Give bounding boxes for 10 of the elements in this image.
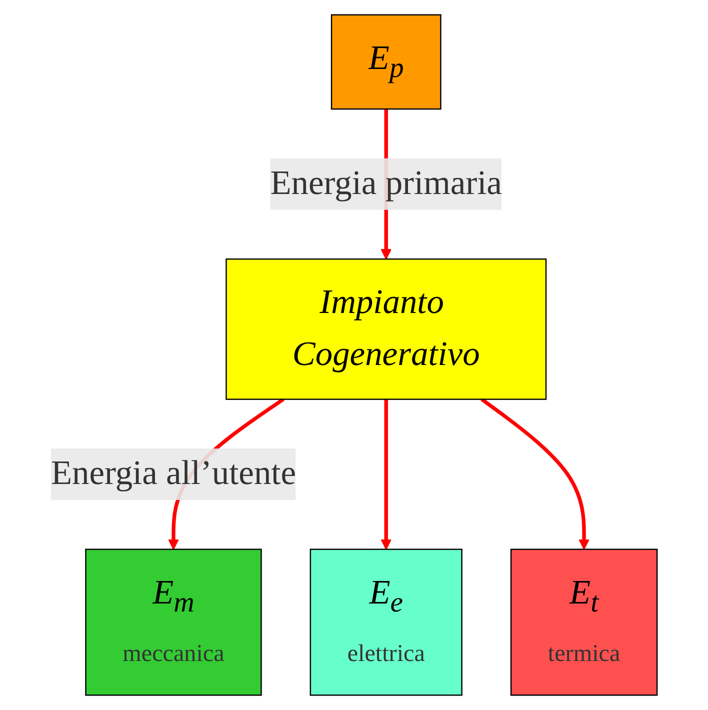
edge-label: Energia all’utente: [50, 454, 296, 493]
node-box: [310, 548, 462, 696]
node-box: [85, 548, 262, 696]
node-box: [226, 258, 547, 400]
edge-label: Energia primaria: [270, 164, 502, 202]
arrow: [480, 398, 590, 550]
node-box: [330, 14, 442, 110]
diagram: Energia primaria Energia all’utente E$_{p}$ Impianto Cogenerativo E$_{m}$ meccanica E$_{e}$ elettrica E$_{t}$ termica: [4, 5, 704, 705]
arrow: [380, 399, 392, 550]
node-box: [510, 548, 658, 696]
